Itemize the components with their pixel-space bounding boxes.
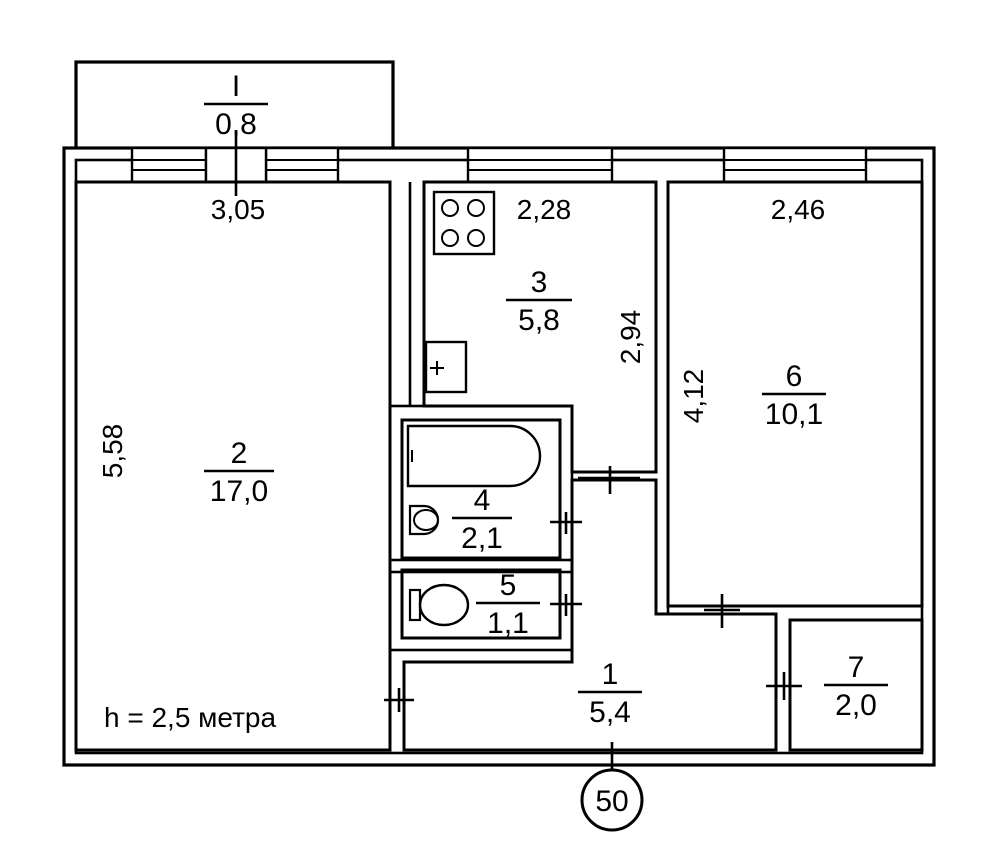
balcony-number: I: [232, 70, 240, 103]
room-6-length-dimension: 4,12: [678, 369, 709, 424]
room-7-number: 7: [848, 651, 865, 684]
room-6-width-dimension: 2,46: [771, 194, 826, 225]
bathtub-icon: [406, 424, 542, 488]
room-1-number: 1: [602, 658, 619, 691]
room-2-area: 17,0: [210, 475, 268, 508]
sink-icon: [424, 340, 468, 394]
room-7-area: 2,0: [835, 689, 877, 722]
windows: [130, 146, 868, 184]
apartment-number: 50: [595, 785, 628, 818]
room-6-number: 6: [786, 360, 803, 393]
room-5-number: 5: [500, 569, 517, 602]
kitchen-length-dimension: 2,94: [615, 310, 646, 365]
balcony: [74, 60, 395, 152]
room-2-length-dimension: 5,58: [97, 424, 128, 479]
fraction-lines: [204, 102, 888, 694]
room-1-hallway: [402, 478, 778, 752]
apartment-number-badge: 50: [580, 768, 644, 832]
balcony-area: 0,8: [215, 108, 257, 141]
room-4-number: 4: [474, 484, 491, 517]
room-1-area: 5,4: [589, 696, 631, 729]
ceiling-height-note: h = 2,5 метра: [104, 702, 276, 733]
door-marks: [234, 130, 802, 776]
room-2-width-dimension: 3,05: [211, 194, 266, 225]
room-3-area: 5,8: [518, 304, 560, 337]
stove-icon: [432, 190, 496, 256]
toilet-icon: [408, 583, 470, 627]
washbasin-icon: [408, 504, 440, 536]
room-4-area: 2,1: [461, 522, 503, 555]
room-3-number: 3: [531, 266, 548, 299]
room-6-area: 10,1: [765, 398, 823, 431]
room-5-area: 1,1: [487, 607, 529, 640]
room-2-number: 2: [231, 437, 248, 470]
room-6: [666, 180, 924, 608]
kitchen-width-dimension: 2,28: [517, 194, 572, 225]
